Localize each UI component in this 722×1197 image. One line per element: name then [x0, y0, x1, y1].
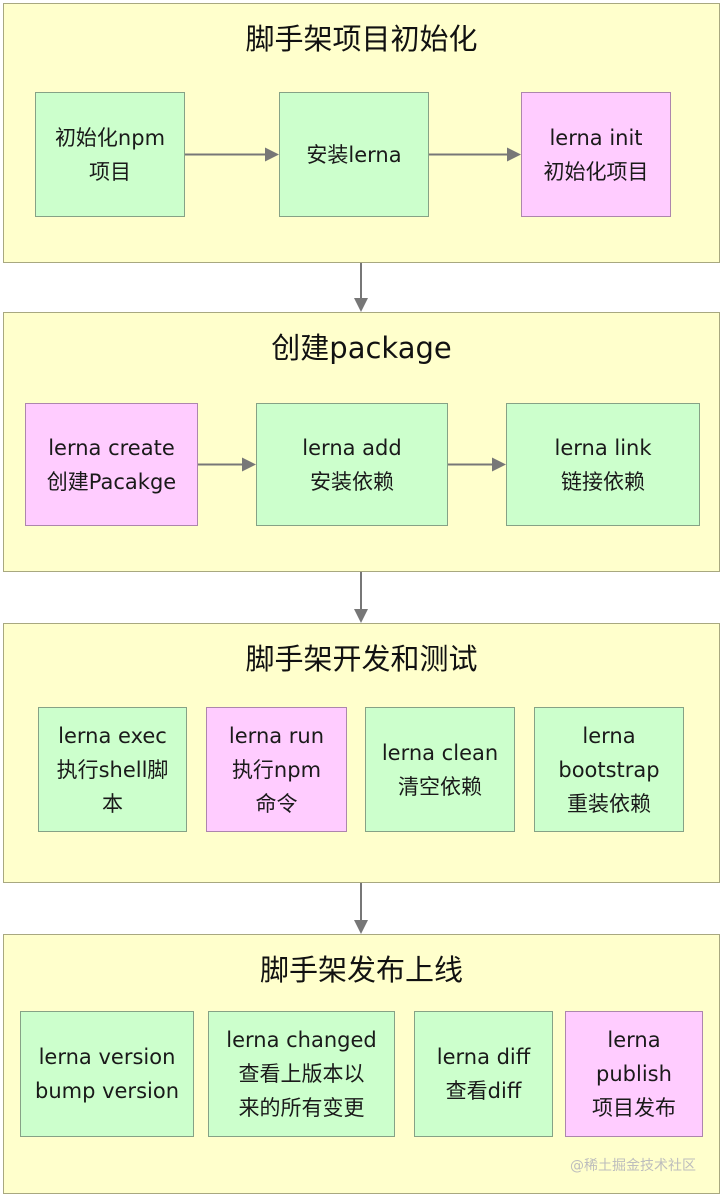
node-label-line: 初始化项目 — [543, 159, 649, 184]
node-label-line: 来的所有变更 — [238, 1096, 365, 1120]
section-title: 脚手架项目初始化 — [245, 22, 478, 56]
flow-arrow — [429, 147, 521, 162]
node-label-line: lerna exec — [58, 723, 167, 748]
flow-arrow — [448, 457, 506, 472]
process-node: lerna clean 清空依赖 — [365, 707, 515, 832]
node-label-line: 查看上版本以 — [238, 1062, 365, 1086]
section-title: 创建package — [271, 331, 452, 365]
flow-arrow — [198, 457, 256, 472]
process-node: lerna diff 查看diff — [414, 1011, 553, 1137]
node-label-line: lerna — [582, 723, 636, 748]
flow-arrow — [354, 263, 368, 312]
node-label-line: 执行shell脚 — [56, 757, 169, 782]
node-label-line: lerna run — [228, 723, 325, 748]
process-node: 初始化npm 项目 — [35, 92, 185, 217]
node-label-line: publish — [596, 1062, 672, 1086]
node-label-line: 初始化npm — [54, 125, 166, 150]
node-label-line: lerna link — [554, 435, 652, 460]
process-node: lerna changed 查看上版本以来的所有变更 — [208, 1011, 395, 1137]
node-label-line: bootstrap — [558, 757, 660, 782]
node-label-line: 查看diff — [445, 1079, 522, 1103]
node-label-line: 项目 — [89, 159, 131, 184]
process-node: lerna publish 项目发布 — [565, 1011, 703, 1137]
node-label-line: lerna version — [38, 1045, 176, 1069]
node-label-line: 清空依赖 — [398, 774, 482, 799]
node-label-line: lerna — [607, 1028, 661, 1052]
process-node: lerna bootstrap 重装依赖 — [534, 707, 684, 832]
node-label-line: 安装依赖 — [310, 469, 394, 494]
process-node: lerna init 初始化项目 — [521, 92, 671, 217]
flow-arrow — [354, 572, 368, 623]
node-label-line: 执行npm — [231, 757, 322, 782]
node-label-line: 项目发布 — [592, 1096, 676, 1120]
process-node: lerna run 执行npm 命令 — [206, 707, 347, 832]
process-node: 安装lerna — [279, 92, 429, 217]
watermark: @稀土掘金技术社区 — [570, 1158, 696, 1174]
node-label-line: lerna diff — [436, 1045, 531, 1069]
process-node: lerna version bump version — [20, 1011, 194, 1137]
node-label-line: 命令 — [255, 791, 298, 816]
node-label-line: 链接依赖 — [561, 469, 645, 494]
node-label-line: lerna init — [549, 125, 643, 150]
process-node: lerna add 安装依赖 — [256, 403, 448, 526]
flow-arrow — [185, 147, 279, 162]
node-label-line: 安装lerna — [306, 142, 402, 167]
node-label-line: lerna create — [48, 435, 175, 460]
node-label-line: lerna add — [302, 435, 402, 460]
node-label-line: bump version — [34, 1079, 180, 1103]
flow-arrow — [354, 883, 368, 934]
node-label-line: lerna clean — [381, 740, 499, 765]
node-label-line: 创建Pacakge — [46, 469, 177, 494]
node-label-line: 重装依赖 — [567, 791, 651, 816]
process-node: lerna exec 执行shell脚本 — [38, 707, 187, 832]
process-node: lerna link 链接依赖 — [506, 403, 700, 526]
node-label-line: 本 — [102, 791, 123, 816]
section-title: 脚手架开发和测试 — [245, 642, 478, 676]
section-title: 脚手架发布上线 — [259, 953, 463, 987]
node-label-line: lerna changed — [226, 1028, 377, 1052]
process-node: lerna create 创建Pacakge — [25, 403, 198, 526]
